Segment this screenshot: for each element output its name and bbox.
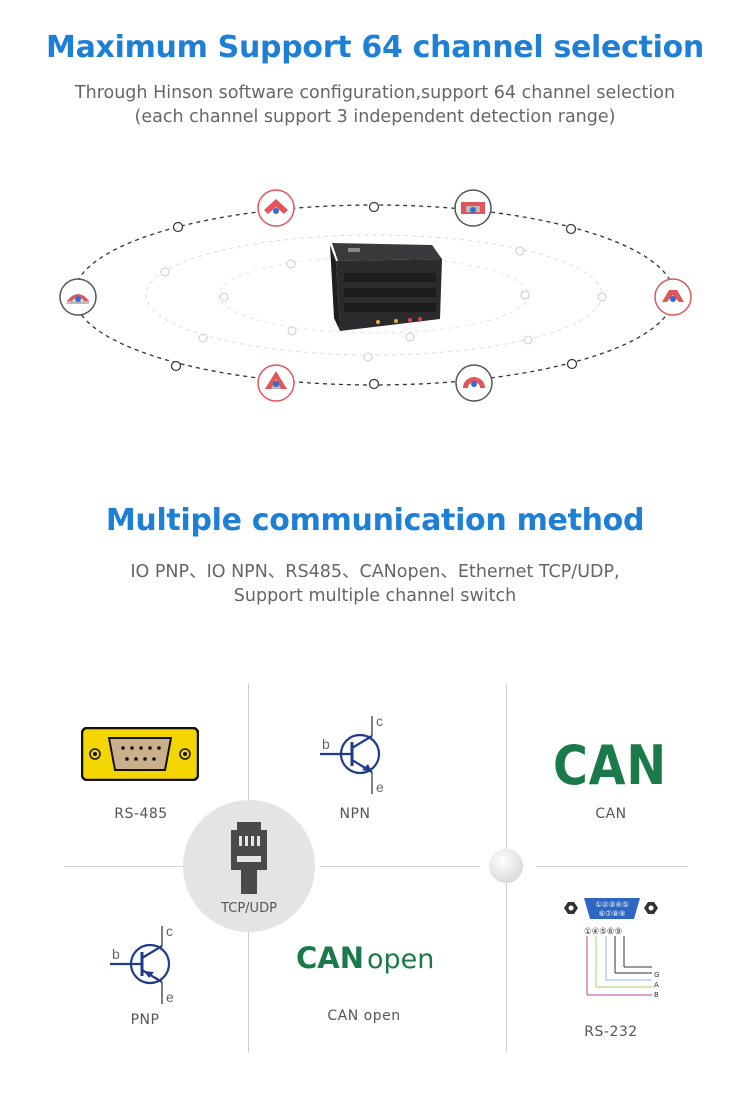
section1-subtitle-line1: Through Hinson software configuration,su… [74,83,676,103]
collector-pin-label: c [166,923,173,939]
section1-title: Maximum Support 64 channel selection [46,30,704,65]
sensor-icon [454,189,492,227]
tcp-udp-label: TCP/UDP [221,901,277,916]
section2-title: Multiple communication method [105,503,645,538]
tcp-udp-hub: TCP/UDP [183,800,315,932]
section1-subtitle: Through Hinson software configuration,su… [0,81,750,129]
base-pin-label: b [112,946,120,962]
pin-number-row: ①④⑤⑥⑨ [584,927,622,937]
sensor-icon [455,364,493,402]
can-label: CAN [595,806,627,822]
section2-subtitle-line1: IO PNP、IO NPN、RS485、CANopen、Ethernet TCP… [130,562,620,582]
emitter-pin-label: e [376,779,384,795]
grid-divider [536,866,688,867]
outer-orbit-node [170,201,578,390]
grid-divider [320,866,480,867]
sensor-icon [257,189,295,227]
db9-top-pins: ①②③④⑤ [595,900,629,909]
g-wire-label: G [654,971,659,979]
grid-divider [64,866,186,867]
canopen-logo-bold: CAN [296,941,364,975]
collector-pin-label: c [376,713,383,729]
base-pin-label: b [322,736,330,752]
grid-divider [248,684,249,852]
can-logo: CAN [552,734,668,797]
section2-subtitle-line2: Support multiple channel switch [233,586,517,606]
rs232-label: RS-232 [584,1024,638,1040]
grid-divider [506,882,507,1052]
section1-subtitle-line2: (each channel support 3 independent dete… [134,107,616,127]
sensor-icon [654,278,692,316]
inner-orbit-node [160,246,607,362]
canopen-label: CAN open [327,1008,401,1024]
db9-bottom-pins: ⑥⑦⑧⑨ [599,909,626,918]
npn-label: NPN [339,806,371,822]
sensor-icon [257,364,295,402]
rs232-pinout-diagram: ①②③④⑤ ⑥⑦⑧⑨ ①④⑤⑥⑨ G A B [564,898,659,999]
a-wire-label: A [654,981,659,989]
canopen-logo-light: open [367,944,435,975]
b-wire-label: B [654,991,659,999]
grid-center-dot [489,849,523,883]
ethernet-plug-icon [231,822,267,894]
sensor-icon [59,278,97,316]
pnp-transistor-icon: b c e [110,923,174,1005]
db9-connector-icon [81,727,199,781]
grid-divider [248,882,249,1052]
emitter-pin-label: e [166,989,174,1005]
npn-transistor-icon: b c e [320,713,384,795]
controller-device [330,243,442,331]
section2-subtitle: IO PNP、IO NPN、RS485、CANopen、Ethernet TCP… [0,560,750,608]
channel-orbit-diagram [59,189,692,402]
rs485-label: RS-485 [114,806,168,822]
grid-divider [506,684,507,852]
pnp-label: PNP [130,1012,160,1028]
